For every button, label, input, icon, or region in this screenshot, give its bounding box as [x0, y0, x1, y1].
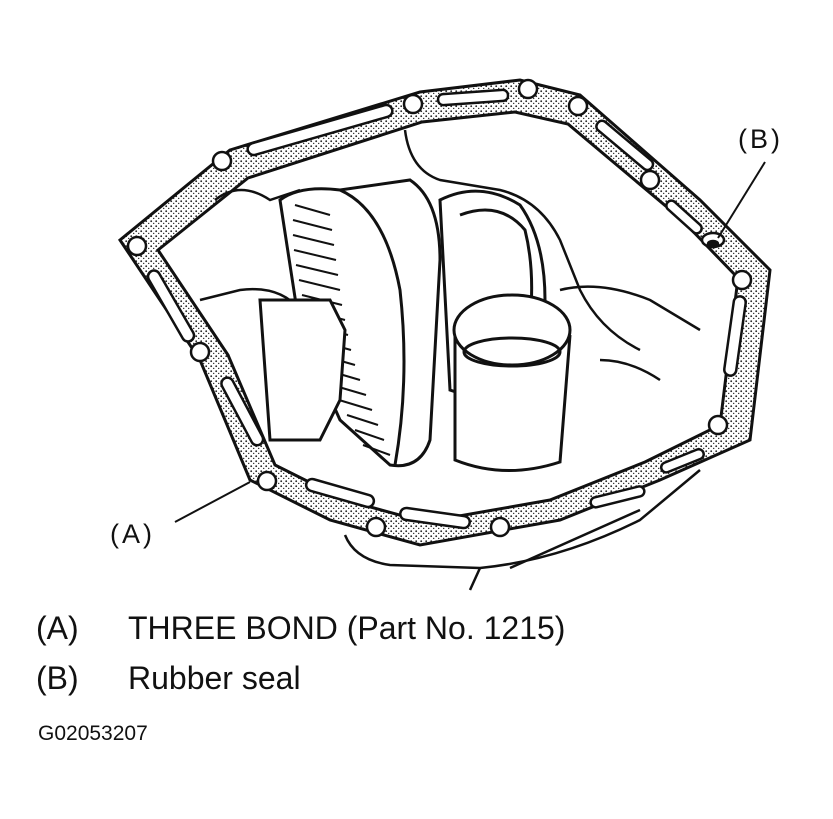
differential-cover-illustration	[117, 78, 772, 591]
gasket-slots	[146, 88, 747, 530]
callout-b: (B)	[738, 124, 783, 154]
bearing-cup	[452, 293, 572, 473]
ring-gear	[278, 178, 442, 468]
leader-line-a	[174, 481, 251, 523]
leader-line-b	[717, 161, 766, 239]
legend-key: (B)	[36, 660, 79, 696]
callout-a: (A)	[110, 519, 155, 549]
figure-id: G02053207	[38, 722, 148, 745]
leader-lines	[174, 161, 766, 523]
legend-item-b: (B) Rubber seal	[36, 660, 301, 697]
legend-text: Rubber seal	[128, 660, 301, 696]
pinion-shaft	[258, 298, 347, 442]
gasket-sealant-band	[117, 78, 772, 547]
housing-flange	[343, 469, 701, 591]
bolt-holes	[126, 78, 753, 538]
legend-key: (A)	[36, 610, 79, 646]
legend-text: THREE BOND (Part No. 1215)	[128, 610, 566, 646]
legend-item-a: (A) THREE BOND (Part No. 1215)	[36, 610, 565, 647]
